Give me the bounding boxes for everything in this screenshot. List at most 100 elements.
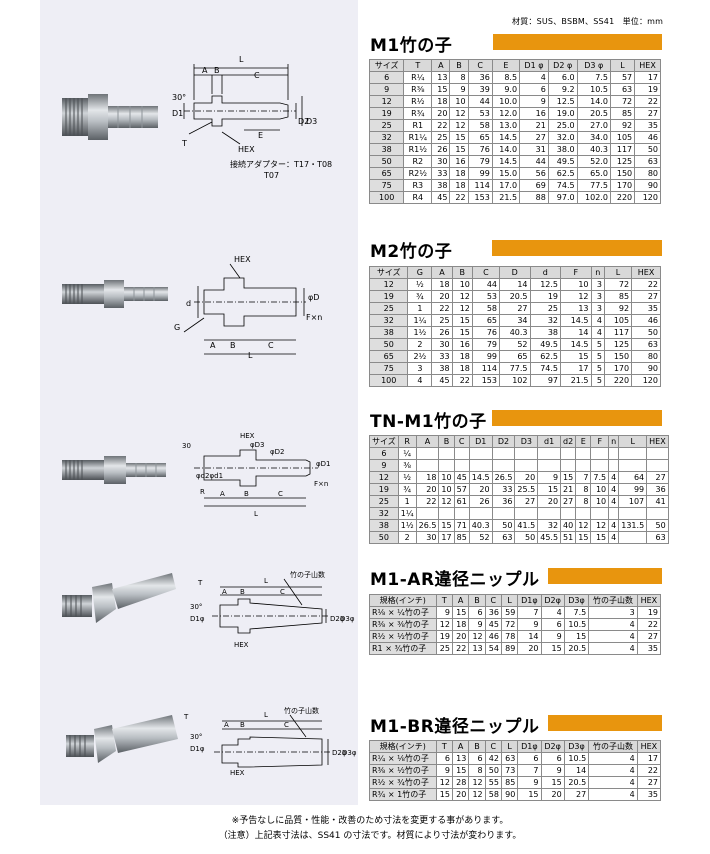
m1-ar-dim-bamboo: 竹の子山数 [290,570,325,579]
m2-dim-C: C [268,341,274,350]
table-cell: 97 [529,374,561,387]
table-cell: 50 [646,519,669,532]
table-cell: 3 [407,362,433,375]
table-cell: 38 [431,362,453,375]
column-header: D1φ [517,740,542,753]
table-cell: 76 [471,326,501,339]
table-cell: 9 [435,606,453,619]
table-cell [453,447,470,460]
table-cell: 22 [636,618,662,631]
table-cell: 4 [519,71,549,84]
table-cell: R1 [403,119,433,132]
table-cell: R¾ [403,107,433,120]
column-header: D3 [514,435,539,448]
table-cell: 4 [608,471,620,484]
table-cell: 22 [431,302,453,315]
column-header: R [397,435,417,448]
table-cell [646,507,669,520]
m1-ar-title-text: M1-AR違径ニップル [370,569,540,590]
table-cell: 34 [499,314,531,327]
table-cell: 12 [560,290,592,303]
m1-dim-30deg: 30° [172,93,186,102]
column-header: HEX [636,594,662,607]
table-cell: 15 [560,350,592,363]
table-cell: 10 [590,495,610,508]
column-header: A [451,740,470,753]
table-cell: 85 [603,290,633,303]
table-cell: 15 [449,143,469,156]
row-size-cell: R½ × ¾竹の子 [369,776,437,789]
column-header: L [603,266,633,279]
table-cell: 38 [431,179,451,192]
m1-ar-dim-L: L [264,577,268,585]
tn-m1-title-bar [492,410,662,426]
table-cell: 4 [590,314,606,327]
m2-title-bar [492,240,662,256]
table-cell: 12 [435,776,453,789]
column-header: D1 [468,435,493,448]
table-cell: 9 [468,618,486,631]
table-cell: 12.5 [529,278,561,291]
table-cell: ½ [397,471,417,484]
table-cell: 10.0 [491,95,521,108]
table-cell: 35 [636,642,662,655]
table-cell: 14.5 [491,155,521,168]
column-header: n [608,435,620,448]
table-cell: 20 [415,483,440,496]
table-cell: 44 [519,155,549,168]
table-cell: 15 [575,531,592,544]
row-size-cell: 25 [369,495,399,508]
table-cell: 4 [588,788,638,801]
table-cell: 18 [451,618,470,631]
m2-fitting-illustration: HEX d G A B C L φD F×n [62,255,322,360]
table-cell: 13 [560,302,592,315]
table-cell: 7 [517,764,542,777]
m2-dim-d: d [186,299,191,308]
row-size-cell: R¼ × ⅛竹の子 [369,752,437,765]
table-cell: 12.0 [491,107,521,120]
table-cell: 10.5 [576,83,611,96]
m1-br-fitting-illustration: 竹の子山数 T A B C L 30° D1φ HEX D2φ D3φ [66,706,357,777]
m1-ar-dim-30deg: 30° [190,603,202,611]
column-header: サイズ [368,266,409,279]
m1-br-dim-D1: D1φ [190,745,205,753]
table-cell: 36 [646,483,669,496]
table-cell: 5 [590,374,606,387]
m1-br-dim-A: A [224,721,229,729]
row-size-cell: 75 [368,362,409,375]
table-cell: 38 [529,326,561,339]
row-size-cell: R½ × ½竹の子 [369,630,437,643]
column-header: C [484,594,502,607]
table-cell: 25 [529,302,561,315]
row-size-cell: 50 [368,338,409,351]
table-cell: 15 [517,788,542,801]
row-size-cell: 38 [368,143,405,156]
table-cell: 120 [634,191,661,204]
table-cell: 71 [453,519,470,532]
table-cell: 18 [431,95,451,108]
table-cell: 77.5 [499,362,531,375]
table-cell [618,531,648,544]
table-cell: 85 [500,776,519,789]
table-cell: 20.5 [563,642,590,655]
table-cell: 32 [529,314,561,327]
table-cell: 19.0 [547,107,578,120]
row-size-cell: 19 [369,483,399,496]
tn-m1-dim-phiD1: φD1 [316,460,330,468]
table-cell: ½ [407,278,433,291]
m1-ar-photo [62,573,176,623]
column-header: C [484,740,502,753]
table-cell: 20 [514,471,539,484]
m1-br-dim-D2: D2φ [332,749,347,757]
